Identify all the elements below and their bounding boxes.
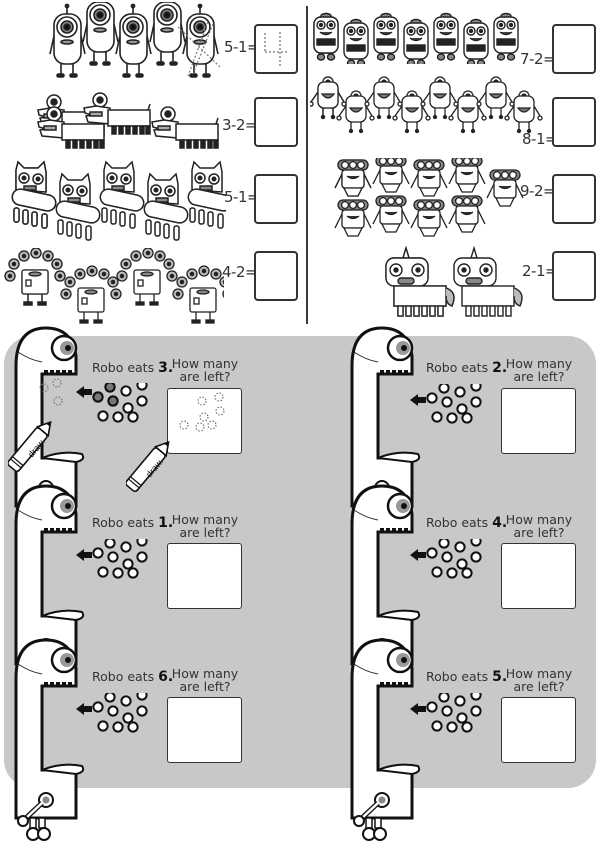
equation-label: 8-1= xyxy=(522,130,558,148)
answer-box-large[interactable] xyxy=(167,697,242,763)
food-dots xyxy=(78,693,150,735)
robo-eats-count: 2. xyxy=(492,360,508,376)
answer-box[interactable] xyxy=(552,174,596,224)
eaten-dot xyxy=(92,391,104,403)
robo-eats-label: Robo eats 3. xyxy=(92,360,174,376)
pencil-draw-icon: draw. xyxy=(126,434,186,494)
answer-box-large[interactable] xyxy=(501,697,576,763)
column-divider xyxy=(306,6,308,324)
unicorn-robots-picture xyxy=(382,246,532,322)
food-dots xyxy=(78,383,150,425)
answer-box-large[interactable] xyxy=(167,388,242,454)
answer-box[interactable] xyxy=(552,24,596,74)
equation-label: 4-2= xyxy=(222,263,258,281)
robo-eats-count: 6. xyxy=(158,669,174,685)
answer-box[interactable] xyxy=(552,97,596,147)
eaten-dot xyxy=(104,383,116,393)
food-dots xyxy=(412,539,484,581)
answer-box[interactable] xyxy=(254,251,298,301)
equation-label: 5-1= xyxy=(224,38,260,56)
robo-eats-count: 3. xyxy=(158,360,174,376)
equation-label: 3-2= xyxy=(222,116,258,134)
peacock-robots-picture xyxy=(2,248,224,324)
answer-box-large[interactable] xyxy=(167,543,242,609)
square-robots-picture xyxy=(312,12,530,64)
three-eyed-robots-picture xyxy=(334,158,524,240)
answer-box-large[interactable] xyxy=(501,543,576,609)
one-eyed-robots-picture xyxy=(48,2,226,80)
eaten-dot xyxy=(107,395,119,407)
answer-box-large[interactable] xyxy=(501,388,576,454)
traced-number-four xyxy=(264,32,287,68)
robo-eats-label: Robo eats 5. xyxy=(426,669,508,685)
robo-eats-label: Robo eats 2. xyxy=(426,360,508,376)
food-dots xyxy=(412,384,484,426)
remaining-dots-traced xyxy=(179,392,225,432)
answer-box[interactable] xyxy=(254,24,298,74)
answer-box[interactable] xyxy=(254,97,298,147)
eaten-dots-traced xyxy=(38,378,68,408)
answer-box[interactable] xyxy=(552,251,596,301)
pencil-draw-icon: draw. xyxy=(8,414,68,474)
robo-eats-label: Robo eats 6. xyxy=(92,669,174,685)
equation-label: 9-2= xyxy=(520,182,556,200)
equation-label: 7-2= xyxy=(520,50,556,68)
answer-box[interactable] xyxy=(254,174,298,224)
robo-character xyxy=(6,638,96,848)
food-dots xyxy=(78,539,150,581)
robot-cats-picture xyxy=(4,160,226,244)
robo-eats-count: 4. xyxy=(492,515,508,531)
equation-label: 2-1= xyxy=(522,262,558,280)
equation-label: 5-1= xyxy=(224,188,260,206)
robo-eats-label: Robo eats 4. xyxy=(426,515,508,531)
robo-eats-count: 5. xyxy=(492,669,508,685)
robo-eats-label: Robo eats 1. xyxy=(92,515,174,531)
robot-dogs-picture xyxy=(36,88,222,150)
food-dots xyxy=(412,693,484,735)
robo-character xyxy=(342,638,432,848)
robo-eats-count: 1. xyxy=(158,515,174,531)
antenna-robots-picture xyxy=(310,76,550,140)
